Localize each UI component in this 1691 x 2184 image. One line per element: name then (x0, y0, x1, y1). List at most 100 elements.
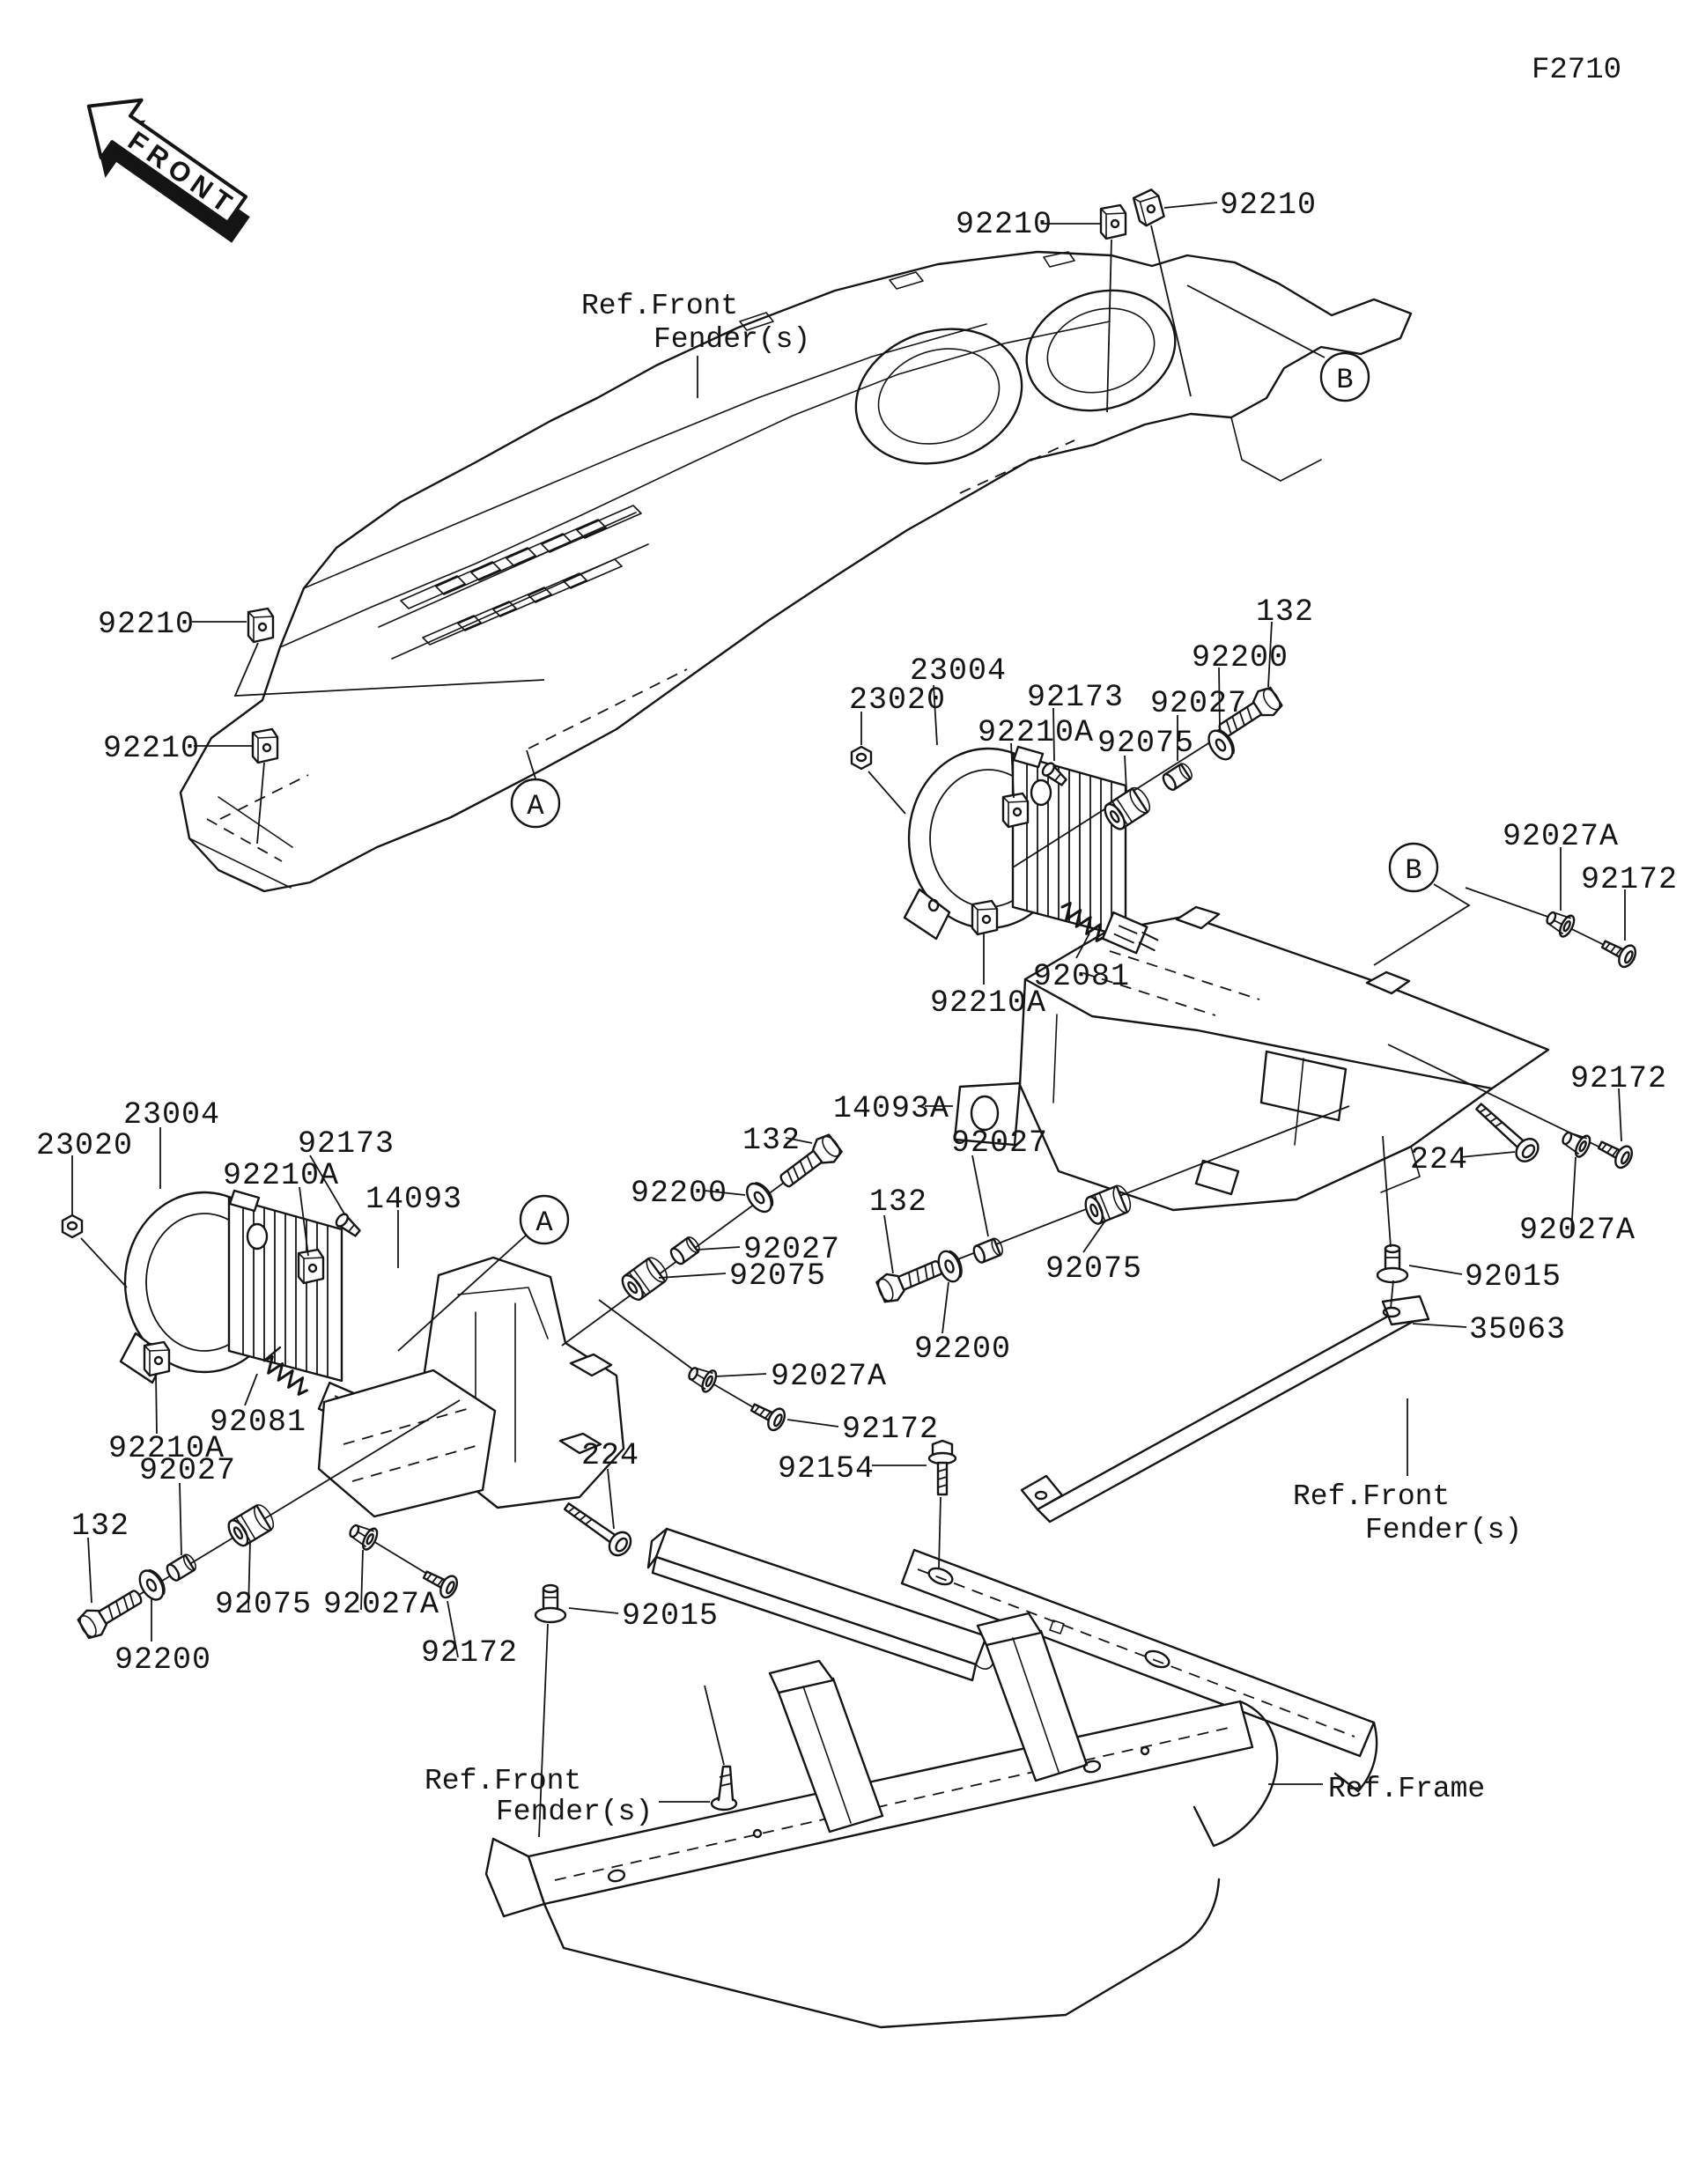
part-label-92027a: 92027A (323, 1587, 439, 1622)
part-label-224: 224 (581, 1438, 639, 1473)
part-label-23004: 23004 (123, 1097, 220, 1133)
screw-icon (710, 1765, 738, 1811)
washer-icon (933, 1246, 967, 1287)
collar-icon (971, 1236, 1006, 1265)
part-label-92027: 92027 (951, 1125, 1048, 1161)
collar-icon (163, 1551, 200, 1584)
part-label-92173: 92173 (1027, 680, 1124, 715)
part-label-92210a: 92210A (108, 1431, 225, 1466)
part-label-92172: 92172 (1570, 1061, 1667, 1096)
headlight-right (903, 745, 1162, 957)
part-label-92075: 92075 (729, 1258, 826, 1294)
clip-nut-icon (1099, 203, 1127, 240)
ref-frame: Ref.Frame (1328, 1773, 1485, 1805)
part-label-35063: 35063 (1469, 1312, 1566, 1347)
figure-code: F2710 (1532, 54, 1621, 87)
ref-front-fender-bottom: Fender(s) (496, 1796, 653, 1828)
long-bolt-icon (558, 1494, 637, 1561)
bracket-14093a (953, 905, 1550, 1212)
part-label-92173: 92173 (298, 1126, 395, 1162)
part-label-23004: 23004 (910, 653, 1007, 689)
view-marker-b: B (1405, 854, 1421, 887)
view-markers: B A B A (510, 351, 1439, 1245)
part-label-23020: 23020 (36, 1128, 133, 1163)
bracket-14093 (317, 1256, 625, 1518)
part-label-92210a: 92210A (978, 715, 1094, 750)
part-number-labels: 92210 92210 92210 92210 23020 23004 9217… (36, 188, 1678, 1678)
flange-bolt-icon (927, 1439, 957, 1496)
screw-icon (746, 1396, 789, 1435)
leader-lines (71, 202, 1626, 1838)
part-label-92200: 92200 (114, 1642, 211, 1678)
fender-mount-rail (900, 1548, 1378, 1793)
part-label-92172: 92172 (421, 1635, 518, 1671)
part-label-92200: 92200 (1192, 640, 1289, 675)
part-label-23020: 23020 (849, 682, 946, 718)
view-marker-b: B (1336, 364, 1353, 396)
part-label-92210: 92210 (956, 207, 1052, 242)
part-label-92015: 92015 (622, 1598, 719, 1634)
part-label-132: 132 (869, 1184, 927, 1220)
frame-assembly (484, 1612, 1279, 2029)
part-label-92210: 92210 (98, 607, 195, 642)
damper-icon (617, 1253, 672, 1304)
ref-front-fender-right: Fender(s) (1365, 1514, 1522, 1546)
view-marker-a: A (535, 1206, 553, 1239)
grommet-icon (534, 1583, 567, 1624)
ref-front-fender-bottom: Ref.Front (425, 1765, 581, 1797)
ref-front-fender-top: Ref.Front (581, 290, 738, 322)
nut-icon (61, 1214, 84, 1239)
bolt-icon (873, 1252, 948, 1307)
part-label-92027: 92027 (139, 1453, 236, 1488)
part-label-14093: 14093 (366, 1182, 462, 1217)
front-direction-arrow: FRONT (86, 98, 250, 243)
part-label-92172: 92172 (1581, 862, 1678, 897)
part-label-132: 132 (742, 1123, 801, 1158)
part-label-92027: 92027 (743, 1232, 840, 1267)
part-label-92172: 92172 (842, 1412, 939, 1447)
part-label-92154: 92154 (778, 1451, 875, 1487)
part-label-92210: 92210 (103, 731, 200, 766)
part-label-92081: 92081 (210, 1405, 306, 1440)
clip-nut-icon (247, 607, 275, 644)
clip-nut-icon (143, 1340, 171, 1377)
clip-nut-icon (971, 899, 999, 936)
part-label-92210a: 92210A (223, 1158, 339, 1193)
cross-member-35063 (1020, 1295, 1430, 1524)
clip-nut-icon (1131, 187, 1167, 228)
front-fender-assembly (179, 250, 1413, 893)
part-label-92015: 92015 (1465, 1259, 1562, 1295)
headlight-left (119, 1189, 378, 1428)
part-label-224: 224 (1410, 1142, 1468, 1177)
reference-labels: Ref.Front Fender(s) Ref.Front Fender(s) … (425, 290, 1522, 1828)
ref-front-fender-top: Fender(s) (654, 323, 810, 356)
hardware-icons (61, 187, 1640, 1811)
square-tube (646, 1527, 995, 1682)
fender-grille-slats (400, 505, 642, 646)
clip-nut-icon (1001, 792, 1030, 829)
screw-icon (1597, 933, 1640, 971)
view-marker-a: A (527, 790, 544, 823)
part-label-14093a: 14093A (833, 1091, 949, 1126)
screw-icon (1593, 1133, 1636, 1172)
part-label-92075: 92075 (215, 1587, 312, 1622)
clip-nut-icon (251, 727, 279, 764)
nut-icon (850, 745, 873, 771)
washer-icon (741, 1177, 779, 1218)
part-label-92200: 92200 (914, 1332, 1011, 1367)
collar-icon (1159, 760, 1196, 793)
part-label-132: 132 (71, 1509, 129, 1544)
bolt-icon (74, 1582, 148, 1643)
figure-code-text: F2710 (1532, 54, 1621, 87)
part-label-92027a: 92027A (771, 1359, 887, 1394)
damper-icon (1081, 1182, 1135, 1228)
part-label-92075: 92075 (1045, 1251, 1142, 1287)
part-label-92075: 92075 (1097, 726, 1194, 761)
collar-icon (667, 1234, 704, 1267)
flanged-collar-icon (1557, 1125, 1594, 1161)
part-label-92200: 92200 (631, 1176, 727, 1211)
grommet-icon (1376, 1243, 1409, 1284)
part-label-92027: 92027 (1150, 686, 1247, 721)
